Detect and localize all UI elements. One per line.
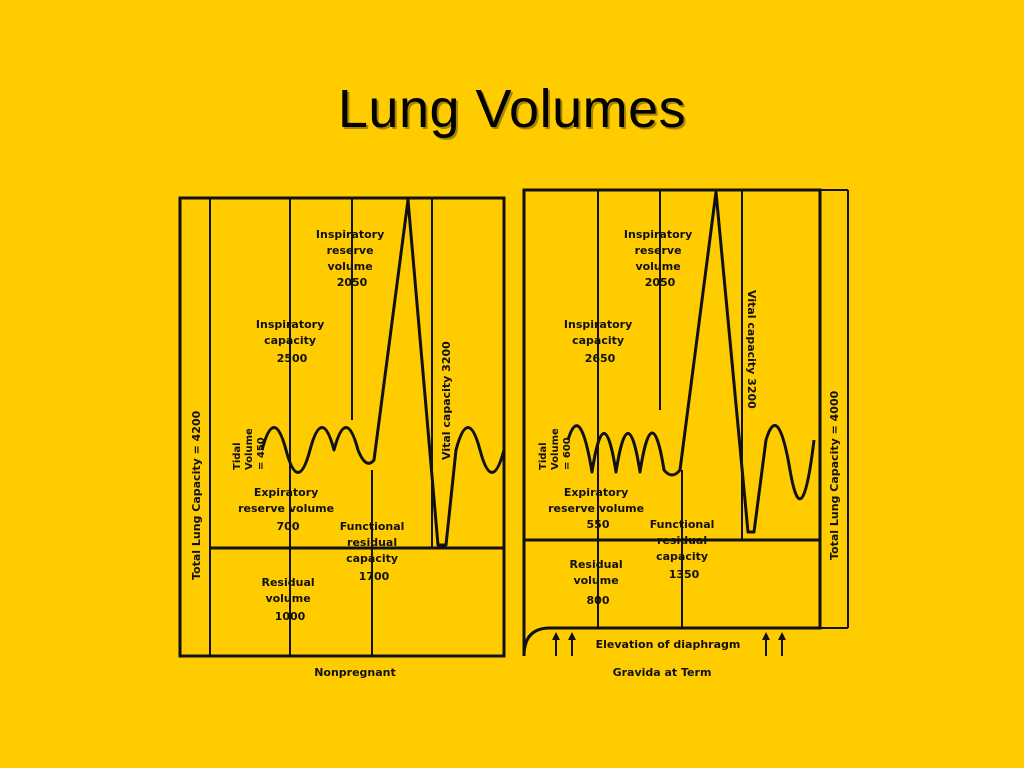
left-rv-value: 1000 [275, 610, 306, 623]
left-rv-line2: volume [265, 592, 310, 605]
left-tlc-label: Total Lung Capacity = 4200 [190, 410, 203, 580]
gravida-panel: Total Lung Capacity = 4000 Inspiratory r… [522, 188, 849, 679]
left-irv-value: 2050 [337, 276, 368, 289]
right-frc-line2: residual [657, 534, 707, 547]
right-erv-line1: Expiratory [564, 486, 629, 499]
left-erv-label: Expiratory reserve volume 700 [238, 486, 338, 533]
right-irv-line1: Inspiratory [624, 228, 692, 241]
left-spirogram [260, 198, 506, 547]
diaphragm-label: Elevation of diaphragm [596, 638, 741, 651]
left-rv-line1: Residual [262, 576, 315, 589]
left-irv-line1: Inspiratory [316, 228, 384, 241]
right-irv-label: Inspiratory reserve volume 2050 [624, 228, 696, 289]
left-erv-line2: reserve volume [238, 502, 334, 515]
right-erv-value: 550 [587, 518, 610, 531]
left-frc-line3: capacity [346, 552, 398, 565]
left-tv-value: = 450 [256, 437, 267, 470]
right-ic-line2: capacity [572, 334, 624, 347]
left-ic-line2: capacity [264, 334, 316, 347]
right-spirogram [566, 190, 816, 534]
nonpregnant-panel: Total Lung Capacity = 4200 Inspiratory r… [178, 196, 506, 679]
right-ic-value: 2650 [585, 352, 616, 365]
left-ic-line1: Inspiratory [256, 318, 324, 331]
right-panel-frame [522, 188, 822, 657]
arrow-head-3 [762, 632, 770, 640]
right-erv-line2: reserve volume [548, 502, 644, 515]
left-irv-label: Inspiratory reserve volume 2050 [316, 228, 388, 289]
right-caption: Gravida at Term [613, 666, 712, 679]
right-tv-label: Tidal Volume = 600 [538, 425, 573, 470]
left-frc-line1: Functional [340, 520, 405, 533]
arrow-head-1 [552, 632, 560, 640]
left-tv-line1: Tidal [232, 442, 243, 470]
left-vc-label: Vital capacity 3200 [440, 341, 453, 460]
left-ic-label: Inspiratory capacity 2500 [256, 318, 328, 365]
right-rv-label: Residual volume 800 [570, 558, 627, 607]
right-frc-line1: Functional [650, 518, 715, 531]
left-erv-value: 700 [277, 520, 300, 533]
left-irv-line3: volume [327, 260, 372, 273]
right-rv-line2: volume [573, 574, 618, 587]
left-caption: Nonpregnant [314, 666, 396, 679]
left-rv-label: Residual volume 1000 [262, 576, 319, 623]
left-frc-label: Functional residual capacity 1700 [340, 520, 409, 583]
right-ic-line1: Inspiratory [564, 318, 632, 331]
left-erv-line1: Expiratory [254, 486, 319, 499]
left-frc-line2: residual [347, 536, 397, 549]
right-rv-value: 800 [587, 594, 610, 607]
left-frc-value: 1700 [359, 570, 390, 583]
right-ic-label: Inspiratory capacity 2650 [564, 318, 636, 365]
right-tv-line1: Tidal [538, 442, 549, 470]
diaphragm-arrows [552, 632, 786, 656]
left-tv-line2: Volume [244, 428, 255, 470]
right-irv-line3: volume [635, 260, 680, 273]
arrow-head-4 [778, 632, 786, 640]
arrow-head-2 [568, 632, 576, 640]
left-ic-value: 2500 [277, 352, 308, 365]
slide-title: Lung Volumes [337, 79, 687, 139]
right-frc-value: 1350 [669, 568, 700, 581]
left-tv-label: Tidal Volume = 450 [232, 425, 267, 470]
right-vc-label: Vital capacity 3200 [745, 290, 758, 409]
right-erv-label: Expiratory reserve volume 550 [548, 486, 648, 531]
right-tv-line2: Volume [550, 428, 561, 470]
left-irv-line2: reserve [327, 244, 374, 257]
right-irv-line2: reserve [635, 244, 682, 257]
right-irv-value: 2050 [645, 276, 676, 289]
right-frc-label: Functional residual capacity 1350 [650, 518, 719, 581]
right-rv-line1: Residual [570, 558, 623, 571]
right-tlc-label: Total Lung Capacity = 4000 [828, 390, 841, 560]
right-frc-line3: capacity [656, 550, 708, 563]
right-tv-value: = 600 [562, 437, 573, 470]
